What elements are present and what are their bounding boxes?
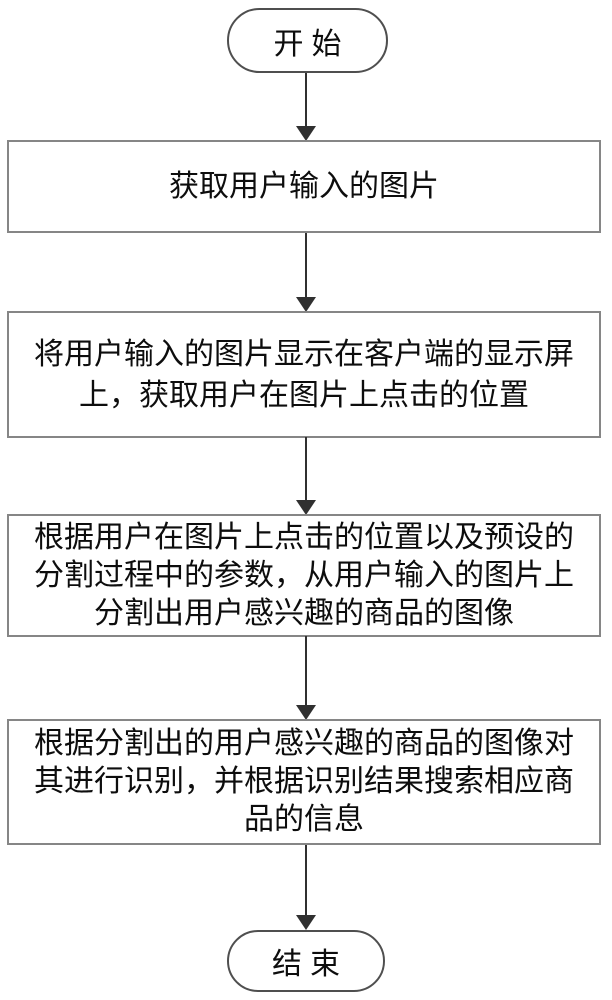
flow-arrow-step1-to-step2 <box>296 233 316 312</box>
flow-node-start-terminator: 开始 <box>227 8 388 73</box>
flow-arrow-step3-to-step4 <box>296 636 316 720</box>
step3-line-2: 分割过程中的参数，从用户输入的图片上 <box>34 557 574 593</box>
flow-node-display-image-get-click-position: 将用户输入的图片显示在客户端的显示屏 上，获取用户在图片上点击的位置 <box>7 311 601 438</box>
flow-node-recognize-and-search: 根据分割出的用户感兴趣的商品的图像对 其进行识别，并根据识别结果搜索相应商 品的… <box>7 719 601 845</box>
flow-arrow-step4-to-end <box>296 845 316 930</box>
flow-node-get-input-image: 获取用户输入的图片 <box>7 140 601 233</box>
flow-arrow-start-to-step1 <box>296 73 316 141</box>
flow-arrow-step2-to-step3 <box>296 437 316 515</box>
step2-line-1: 将用户输入的图片显示在客户端的显示屏 <box>34 336 574 372</box>
end-label: 结束 <box>272 947 348 982</box>
step1-line-1: 获取用户输入的图片 <box>169 169 439 204</box>
step4-line-1: 根据分割出的用户感兴趣的商品的图像对 <box>34 726 574 761</box>
step4-line-2: 其进行识别，并根据识别结果搜索相应商 <box>34 764 574 799</box>
step4-line-3: 品的信息 <box>244 802 364 837</box>
step3-line-3: 分割出用户感兴趣的商品的图像 <box>94 595 514 631</box>
flow-node-end-terminator: 结束 <box>227 930 385 992</box>
step2-line-2: 上，获取用户在图片上点击的位置 <box>79 377 529 413</box>
start-label: 开始 <box>273 26 350 62</box>
flow-node-segment-product-image: 根据用户在图片上点击的位置以及预设的 分割过程中的参数，从用户输入的图片上 分割… <box>7 514 601 637</box>
step3-line-1: 根据用户在图片上点击的位置以及预设的 <box>34 519 574 555</box>
